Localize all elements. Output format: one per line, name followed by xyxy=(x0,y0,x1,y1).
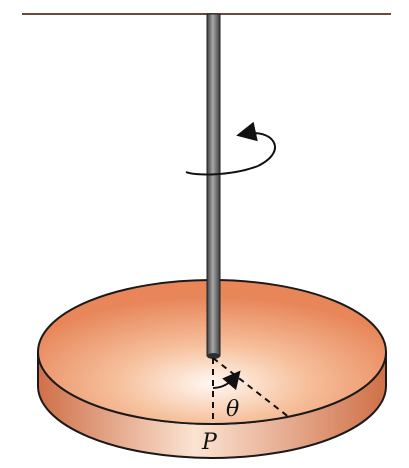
rotation-arrow-back xyxy=(185,165,259,176)
suspension-rod xyxy=(206,13,221,357)
rod-end xyxy=(207,353,220,359)
angle-arc xyxy=(212,370,241,391)
displaced-line xyxy=(212,357,291,419)
point-label: P xyxy=(201,430,218,455)
curved-rotation-arrow-icon xyxy=(236,121,276,167)
angle-label: θ xyxy=(226,397,239,422)
